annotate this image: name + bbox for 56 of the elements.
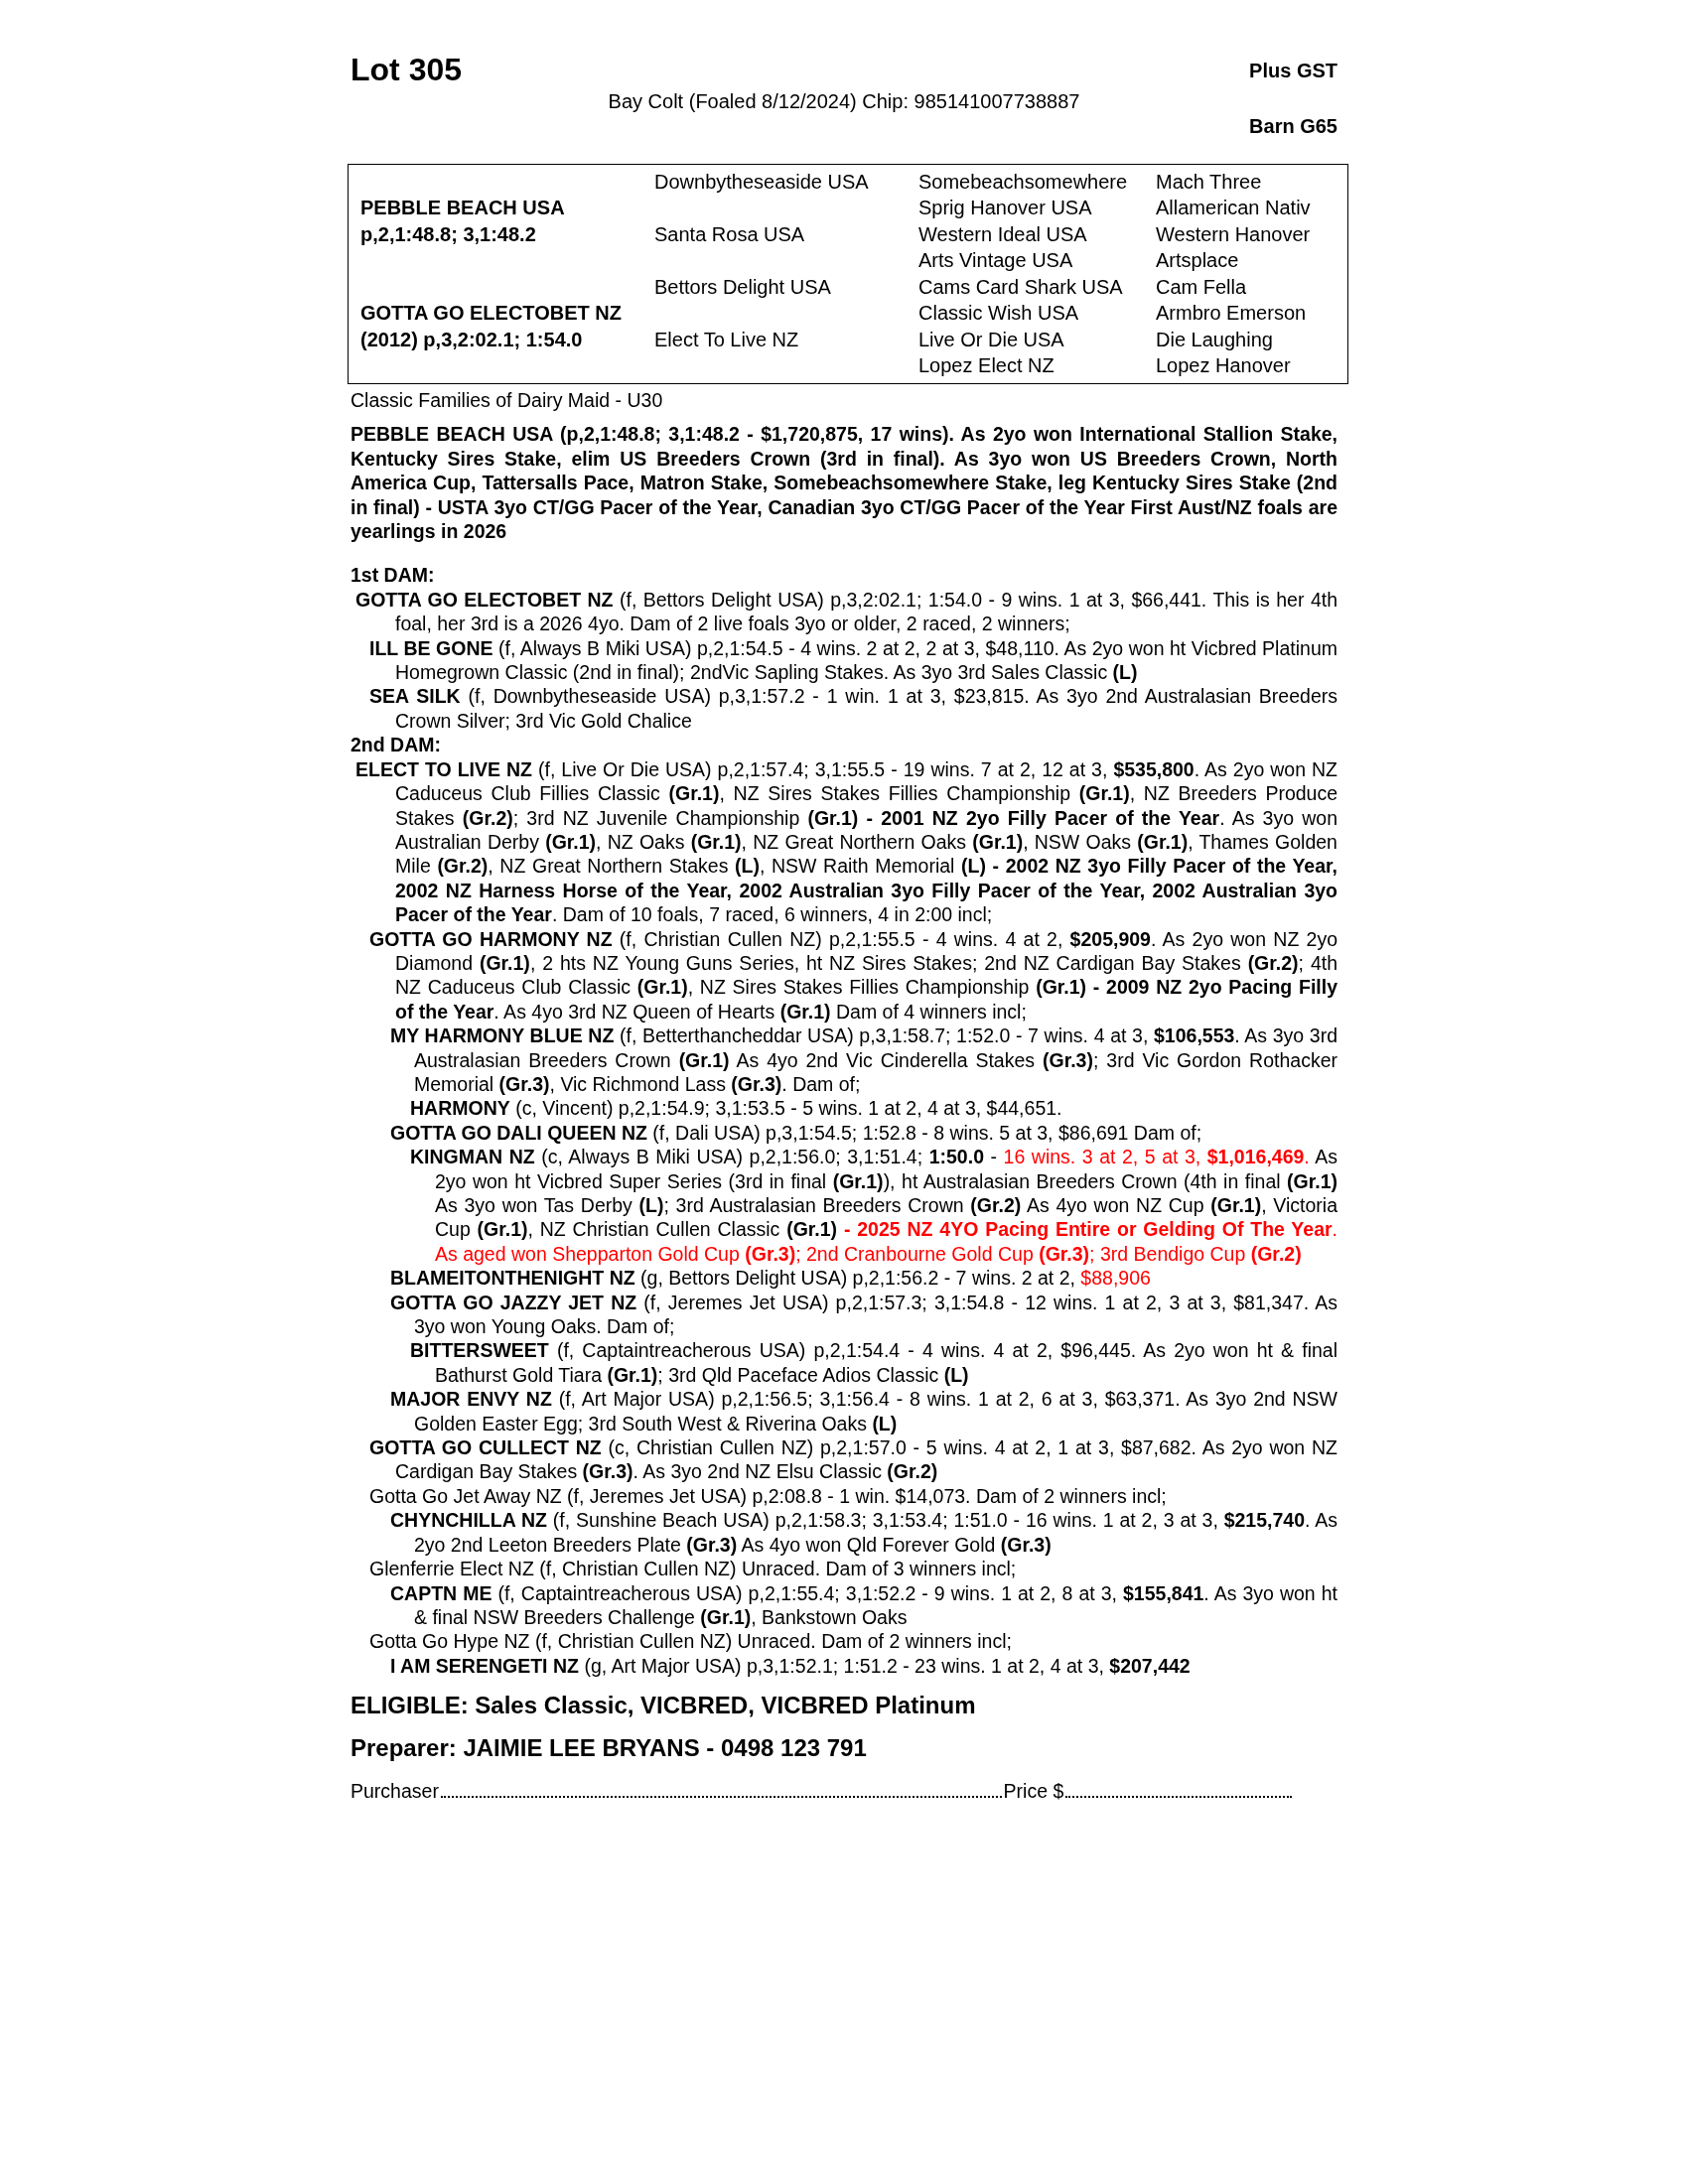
eligibility-note: ELIGIBLE: Sales Classic, VICBRED, VICBRED Platinum [351,1694,977,1718]
pedigree-name: Allamerican Nativ [1156,197,1311,220]
pedigree-entry: Gotta Go Hype NZ (f, Christian Cullen NZ) Unraced. Dam of 2 winners incl; [368,1629,1013,1654]
purchaser-label: Purchaser [351,1779,439,1803]
pedigree-name: Downbytheseaside USA [654,170,869,194]
pedigree-entry: CAPTN ME (f, Captaintreacherous USA) p,2,1:55.4; 3,1:52.2 - 9 wins. 1 at 2, 8 at 3, $155,841. As 3yo won ht & final NSW Breeders Challenge (Gr.1), Bankstown Oaks [389,1580,1337,1630]
pedigree-name: Mach Three [1156,170,1262,194]
pedigree-name: Artsplace [1156,249,1239,273]
pedigree-name: Bettors Delight USA [654,275,831,299]
horse-description: Bay Colt (Foaled 8/12/2024) Chip: 985141007738887 [607,90,1081,113]
sire-summary: PEBBLE BEACH USA (p,2,1:48.8; 3,1:48.2 - $1,720,875, 17 wins). As 2yo won International Stallion Stake, Kentucky Sires Stake, elim US Breeders Crown (3rd in final). As 3yo won US Breeders Crown, North America Cup, Tattersalls Pace, Matron Stake, Somebeachsomewhere Stake, leg Kentucky Sires Stake (2nd in final) - USTA 3yo CT/GG Pacer of the Year, Canadian 3yo CT/GG Pacer of the Year First Aust/NZ foals are yearlings in 2026 [351,422,1337,544]
pedigree-entry: MAJOR ENVY NZ (f, Art Major USA) p,2,1:56.5; 3,1:56.4 - 8 wins. 1 at 2, 6 at 3, $63,371. As 3yo 2nd NSW Golden Easter Egg; 3rd South West & Riverina Oaks (L) [389,1387,1337,1436]
pedigree-name: Lopez Elect NZ [918,354,1055,378]
pedigree-entry: Gotta Go Jet Away NZ (f, Jeremes Jet USA) p,2:08.8 - 1 win. $14,073. Dam of 2 winners incl; [368,1483,1168,1509]
pedigree-entry: CHYNCHILLA NZ (f, Sunshine Beach USA) p,2,1:58.3; 3,1:53.4; 1:51.0 - 16 wins. 1 at 2, 3 at 3, $215,740. As 2yo 2nd Leeton Breeders Plate (Gr.3) As 4yo won Qld Forever Gold (Gr.3) [389,1508,1337,1558]
pedigree-name: Cam Fella [1156,275,1247,299]
family-note: Classic Families of Dairy Maid - U30 [351,388,664,413]
pedigree-name: (2012) p,3,2:02.1; 1:54.0 [360,328,583,351]
price-note: Plus GST [1249,60,1337,82]
pedigree-entry: KINGMAN NZ (c, Always B Miki USA) p,2,1:56.0; 3,1:51.4; 1:50.0 - 16 wins. 3 at 2, 5 at 3, $1,016,469. As 2yo won ht Vicbred Super Series (3rd in final (Gr.1)), ht Australasian Breeders Crown (4th in final (Gr.1) As 3yo won Tas Derby (L); 3rd Australasian Breeders Crown (Gr.2) As 4yo won NZ Cup (Gr.1), Victoria Cup (Gr.1), NZ Christian Cullen Classic (Gr.1) - 2025 NZ 4YO Pacing Entire or Gelding Of The Year. As aged won Shepparton Gold Cup (Gr.3); 2nd Cranbourne Gold Cup (Gr.3); 3rd Bendigo Cup (Gr.2) [409,1145,1337,1267]
pedigree-name: Elect To Live NZ [654,328,799,351]
price-label: Price $ [1003,1779,1064,1803]
lot-number: Lot 305 [351,52,463,88]
pedigree-name: Somebeachsomewhere [918,170,1128,194]
pedigree-entry: Glenferrie Elect NZ (f, Christian Cullen NZ) Unraced. Dam of 3 winners incl; [368,1557,1018,1581]
section-heading: 2nd DAM: [351,733,442,757]
pedigree-name: Western Hanover [1156,222,1311,246]
pedigree-name: Cams Card Shark USA [918,275,1123,299]
pedigree-entry: BITTERSWEET (f, Captaintreacherous USA) p,2,1:54.4 - 4 wins. 4 at 2, $96,445. As 2yo won ht & final Bathurst Gold Tiara (Gr.1); 3rd Qld Paceface Adios Classic (L) [409,1338,1337,1388]
pedigree-entry: GOTTA GO CULLECT NZ (c, Christian Cullen NZ) p,2,1:57.0 - 5 wins. 4 at 2, 1 at 3, $87,682. As 2yo won NZ Cardigan Bay Stakes (Gr.3). As 3yo 2nd NZ Elsu Classic (Gr.2) [368,1435,1337,1484]
pedigree-name: PEBBLE BEACH USA [360,197,565,220]
pedigree-name: p,2,1:48.8; 3,1:48.2 [360,222,536,246]
pedigree-entry: BLAMEITONTHENIGHT NZ (g, Bettors Delight USA) p,2,1:56.2 - 7 wins. 2 at 2, $88,906 [389,1266,1152,1291]
pedigree-name: Arts Vintage USA [918,249,1073,273]
pedigree-name: Santa Rosa USA [654,222,805,246]
pedigree-name: Die Laughing [1156,328,1273,351]
preparer-note: Preparer: JAIMIE LEE BRYANS - 0498 123 791 [351,1735,868,1760]
pedigree-entry: GOTTA GO ELECTOBET NZ (f, Bettors Delight USA) p,3,2:02.1; 1:54.0 - 9 wins. 1 at 3, $66,441. This is her 4th foal, her 3rd is a 2026 4yo. Dam of 2 live foals 3yo or older, 2 raced, 2 winners; [354,587,1337,636]
pedigree-name: Live Or Die USA [918,328,1064,351]
section-heading: 1st DAM: [351,563,436,588]
pedigree-entry: GOTTA GO HARMONY NZ (f, Christian Cullen NZ) p,2,1:55.5 - 4 wins. 4 at 2, $205,909. As 2yo won NZ 2yo Diamond (Gr.1), 2 hts NZ Young Guns Series, ht NZ Sires Stakes; 2nd NZ Cardigan Bay Stakes (Gr.2); 4th NZ Caduceus Club Classic (Gr.1), NZ Sires Stakes Fillies Championship (Gr.1) - 2009 NZ 2yo Pacing Filly of the Year. As 4yo 3rd NZ Queen of Hearts (Gr.1) Dam of 4 winners incl; [368,926,1337,1024]
barn-number: Barn G65 [1249,115,1337,138]
pedigree-entry: GOTTA GO DALI QUEEN NZ (f, Dali USA) p,3,1:54.5; 1:52.8 - 8 wins. 5 at 3, $86,691 Dam of; [389,1120,1203,1146]
pedigree-name: Armbro Emerson [1156,302,1307,326]
pedigree-entry: MY HARMONY BLUE NZ (f, Betterthancheddar USA) p,3,1:58.7; 1:52.0 - 7 wins. 4 at 3, $106,553. As 3yo 3rd Australasian Breeders Crown (Gr.1) As 4yo 2nd Vic Cinderella Stakes (Gr.3); 3rd Vic Gordon Rothacker Memorial (Gr.3), Vic Richmond Lass (Gr.3). Dam of; [389,1024,1337,1097]
pedigree-name: GOTTA GO ELECTOBET NZ [360,302,622,326]
pedigree-entry: ELECT TO LIVE NZ (f, Live Or Die USA) p,2,1:57.4; 3,1:55.5 - 19 wins. 7 at 2, 12 at 3, $535,800. As 2yo won NZ Caduceus Club Fillies Classic (Gr.1), NZ Sires Stakes Fillies Championship (Gr.1), NZ Breeders Produce Stakes (Gr.2); 3rd NZ Juvenile Championship (Gr.1) - 2001 NZ 2yo Filly Pacer of the Year. As 3yo won Australian Derby (Gr.1), NZ Oaks (Gr.1), NZ Great Northern Oaks (Gr.1), NSW Oaks (Gr.1), Thames Golden Mile (Gr.2), NZ Great Northern Stakes (L), NSW Raith Memorial (L) - 2002 NZ 3yo Filly Pacer of the Year, 2002 NZ Harness Horse of the Year, 2002 Australian 3yo Filly Pacer of the Year, 2002 Australian 3yo Pacer of the Year. Dam of 10 foals, 7 raced, 6 winners, 4 in 2:00 incl; [354,756,1337,927]
pedigree-entry: ILL BE GONE (f, Always B Miki USA) p,2,1:54.5 - 4 wins. 2 at 2, 2 at 3, $48,110. As 2yo won ht Vicbred Platinum Homegrown Classic (2nd in final); 2ndVic Sapling Stakes. As 3yo 3rd Sales Classic (L) [368,635,1337,685]
pedigree-entry: I AM SERENGETI NZ (g, Art Major USA) p,3,1:52.1; 1:51.2 - 23 wins. 1 at 2, 4 at 3, $207,442 [389,1653,1192,1679]
pedigree-entry: HARMONY (c, Vincent) p,2,1:54.9; 3,1:53.5 - 5 wins. 1 at 2, 4 at 3, $44,651. [409,1096,1063,1121]
pedigree-name: Western Ideal USA [918,222,1087,246]
pedigree-name: Classic Wish USA [918,302,1079,326]
pedigree-name: Lopez Hanover [1156,354,1291,378]
pedigree-name: Sprig Hanover USA [918,197,1092,220]
pedigree-entry: SEA SILK (f, Downbytheseaside USA) p,3,1:57.2 - 1 win. 1 at 3, $23,815. As 3yo 2nd Australasian Breeders Crown Silver; 3rd Vic Gold Chalice [368,684,1337,734]
pedigree-entry: GOTTA GO JAZZY JET NZ (f, Jeremes Jet USA) p,2,1:57.3; 3,1:54.8 - 12 wins. 1 at 2, 3 at 3, $81,347. As 3yo won Young Oaks. Dam of; [389,1290,1337,1339]
